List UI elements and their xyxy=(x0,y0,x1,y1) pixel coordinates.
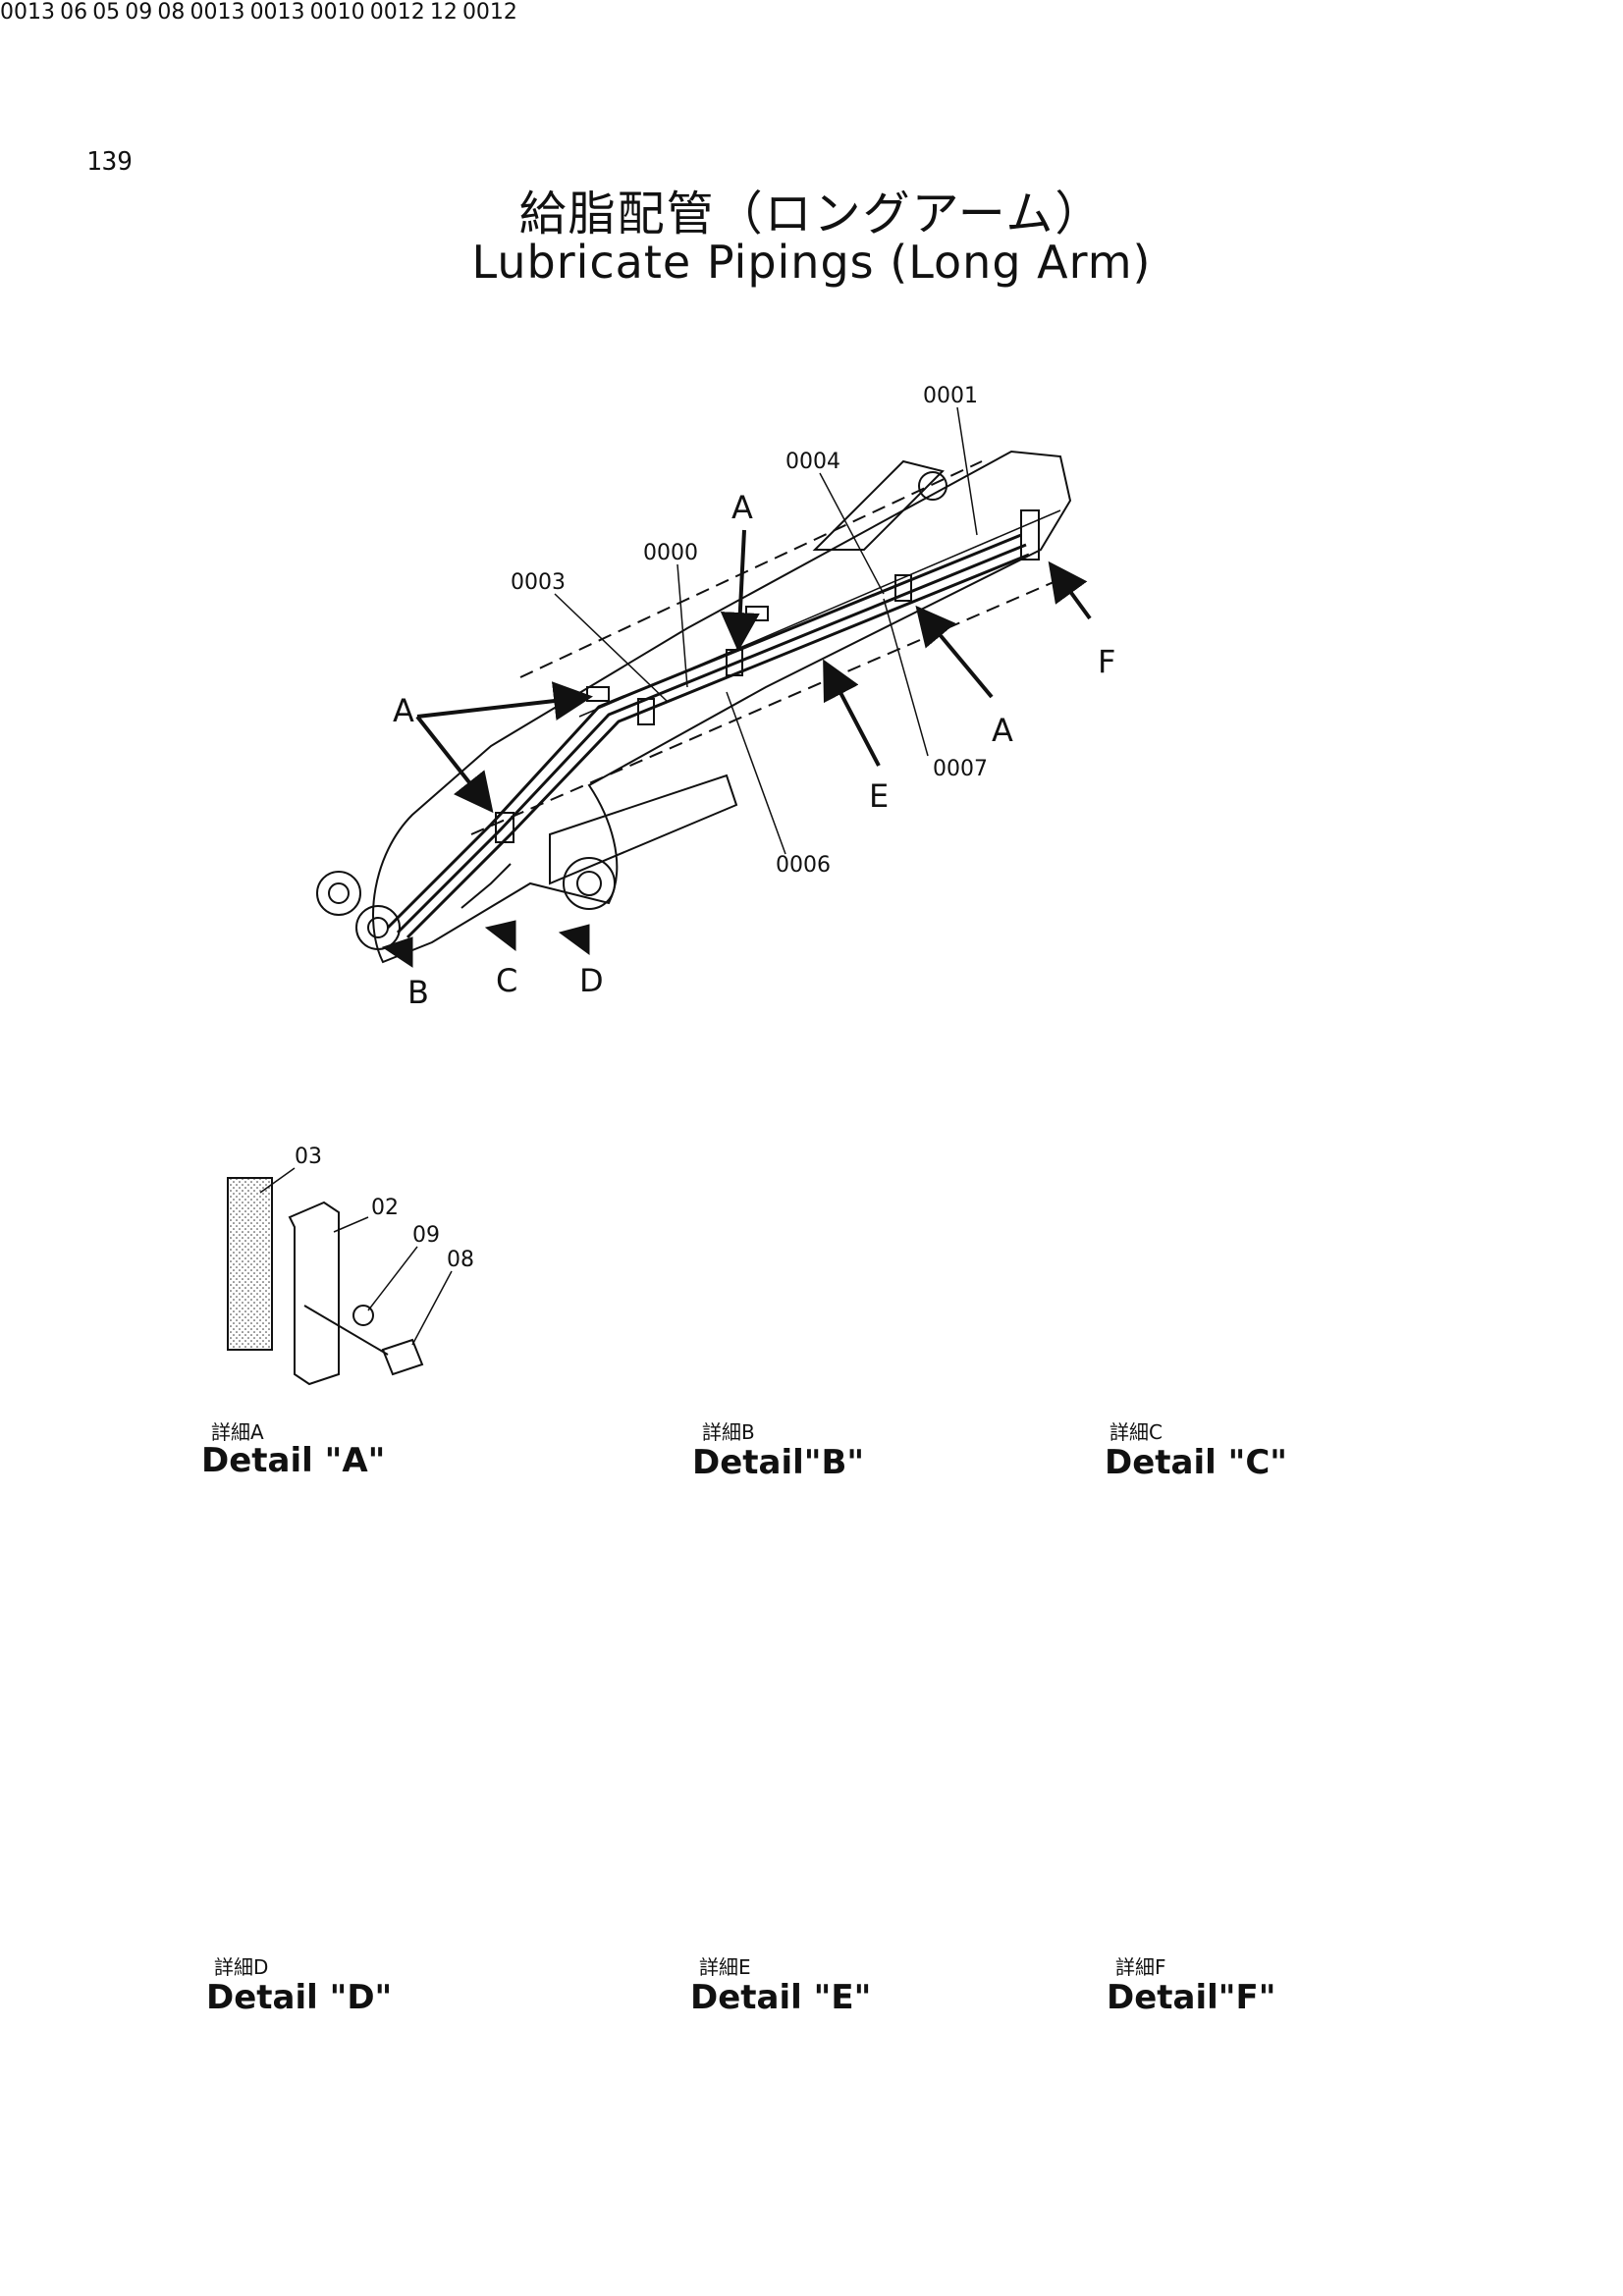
view-label-f: F xyxy=(1098,643,1115,680)
part-number: 08 xyxy=(447,1248,474,1272)
detail-f-label-japanese: 詳細F xyxy=(1115,1955,1166,1979)
part-number: 06 xyxy=(60,0,88,25)
part-number: 0006 xyxy=(776,853,831,878)
detail-e-label-japanese: 詳細E xyxy=(699,1955,751,1979)
view-label-d: D xyxy=(579,962,604,999)
detail-e-label: Detail "E" xyxy=(690,1978,872,2017)
detail-a-label: Detail "A" xyxy=(201,1441,386,1480)
detail-a-drawing xyxy=(227,1177,424,1386)
part-number: 0012 xyxy=(369,0,425,25)
view-label-a: A xyxy=(393,692,414,729)
part-number: 0000 xyxy=(643,541,698,565)
view-label-a: A xyxy=(731,489,753,526)
detail-d-label: Detail "D" xyxy=(206,1978,393,2017)
main-leader-lines xyxy=(554,406,978,855)
view-label-c: C xyxy=(496,962,517,999)
page-number: 139 xyxy=(86,147,133,177)
part-number: 12 xyxy=(429,0,458,25)
detail-a-part-numbers: 03 02 09 08 xyxy=(295,1145,474,1272)
detail-c-part-numbers: 06 05 09 08 xyxy=(60,0,189,25)
detail-a-label-japanese: 詳細A xyxy=(211,1420,264,1444)
detail-c-label-japanese: 詳細C xyxy=(1109,1420,1163,1444)
part-number: 0013 xyxy=(249,0,305,25)
main-part-numbers: 0001 0004 0000 0003 0007 0006 xyxy=(511,384,988,878)
view-label-a: A xyxy=(992,712,1013,749)
view-label-b: B xyxy=(407,974,429,1011)
part-number: 09 xyxy=(125,0,153,25)
part-number: 0007 xyxy=(933,757,988,781)
part-number: 09 xyxy=(412,1223,440,1248)
view-labels: A A A E F B C D xyxy=(393,489,1115,1011)
page-title-english: Lubricate Pipings (Long Arm) xyxy=(471,236,1152,289)
part-number: 05 xyxy=(92,0,121,25)
part-number: 02 xyxy=(371,1196,399,1220)
part-number: 0004 xyxy=(785,450,840,474)
detail-d-label-japanese: 詳細D xyxy=(214,1955,269,1979)
part-number: 08 xyxy=(157,0,186,25)
detail-c-label: Detail "C" xyxy=(1105,1443,1288,1482)
view-label-e: E xyxy=(869,777,889,815)
part-number: 03 xyxy=(295,1145,322,1169)
view-arrows xyxy=(381,529,1092,968)
part-number: 0010 xyxy=(309,0,365,25)
arm-assembly-drawing xyxy=(316,450,1072,964)
detail-f-label: Detail"F" xyxy=(1107,1978,1276,2017)
detail-b-label: Detail"B" xyxy=(692,1443,865,1482)
detail-a-leaders xyxy=(259,1167,453,1346)
part-number: 0003 xyxy=(511,570,566,595)
part-number: 0012 xyxy=(461,0,517,25)
part-number: 0013 xyxy=(0,0,55,25)
part-number: 0013 xyxy=(189,0,245,25)
part-number: 0001 xyxy=(923,384,978,408)
page-title-japanese: 給脂配管（ロングアーム） xyxy=(518,187,1105,241)
detail-b-label-japanese: 詳細B xyxy=(702,1420,755,1444)
